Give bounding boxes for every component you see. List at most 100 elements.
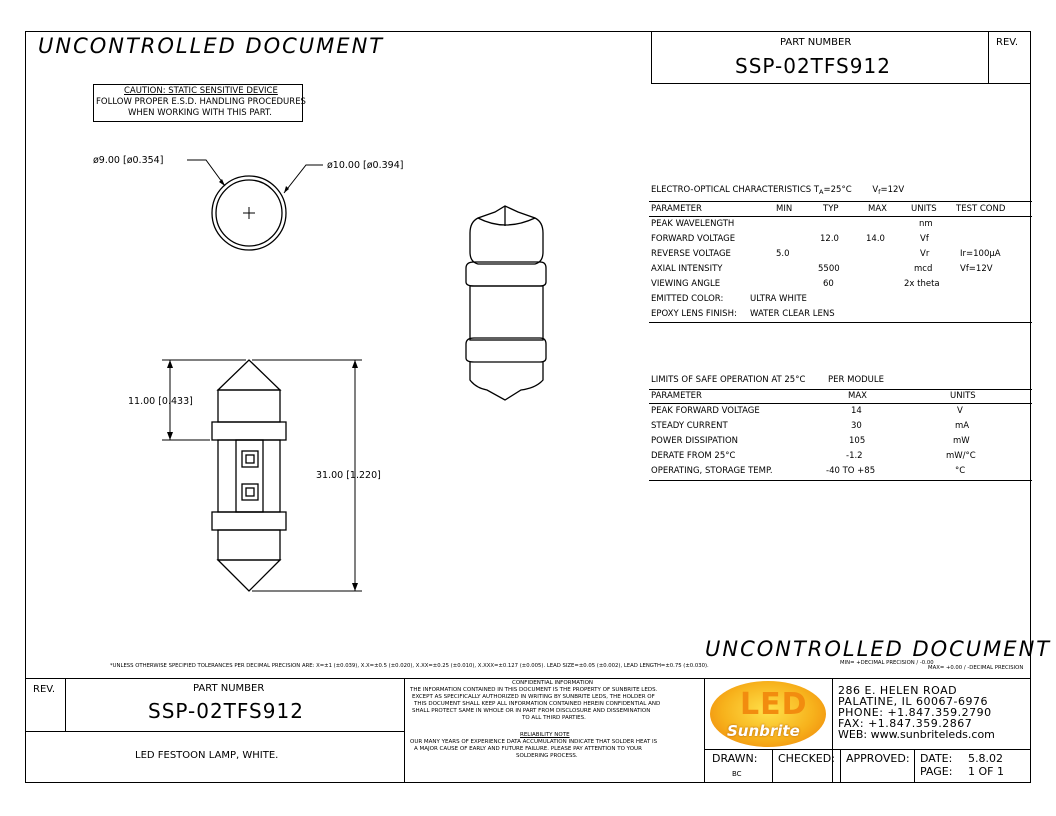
bottom-rev-label: REV. [33,684,55,695]
eo-epoxy-label: EPOXY LENS FINISH: [651,309,737,319]
eo-row-units: Vf [920,234,929,244]
bottom-part-number: SSP-02TFS912 [148,699,304,723]
eo-title-sub: A [819,188,824,196]
limits-row-units: V [957,406,963,416]
approved-label: APPROVED: [846,752,910,765]
address-line: WEB: www.sunbriteleds.com [838,728,995,741]
tolerance-max: MAX= +0.00 / -DECIMAL PRECISION [928,665,1024,671]
dimension-tip-height: 11.00 [0.433] [128,396,193,407]
checked-divider [840,749,841,783]
limits-title: LIMITS OF SAFE OPERATION AT 25°C [651,375,806,385]
rev-divider [65,678,66,732]
top-view-circles [187,159,323,251]
eo-row-units: nm [919,219,933,229]
eo-row-cond: Vf=12V [960,264,993,274]
part-row-rule [25,731,405,732]
notes-divider [704,678,705,783]
caution-line2: WHEN WORKING WITH THIS PART. [128,108,272,118]
eo-vf-label: V [872,185,879,195]
limits-row-units: mW/°C [946,451,976,461]
page-label: PAGE: [920,765,953,778]
tolerance-note: *UNLESS OTHERWISE SPECIFIED TOLERANCES P… [110,663,709,669]
eo-title-text: ELECTRO-OPTICAL CHARACTERISTICS T [651,185,820,195]
logo-divider [832,678,833,783]
confidential-line: SHALL PROTECT SAME IN WHOLE OR IN PART F… [412,708,651,714]
bottom-part-number-label: PART NUMBER [193,683,265,694]
tolerance-min: MIN= +DECIMAL PRECISION / -0.00 [840,660,934,666]
caution-title: CAUTION: STATIC SENSITIVE DEVICE [124,86,278,96]
part-description: LED FESTOON LAMP, WHITE. [135,750,279,761]
top-part-number-label: PART NUMBER [780,37,852,48]
eo-epoxy: WATER CLEAR LENS [750,309,835,319]
limits-header-units: UNITS [950,391,976,401]
eo-emitted-color: ULTRA WHITE [750,294,807,304]
eo-row-param: AXIAL INTENSITY [651,264,723,274]
confidential-line: THIS DOCUMENT SHALL KEEP ALL INFORMATION… [414,701,661,707]
top-title-block [651,31,1031,84]
limits-header-max: MAX [848,391,867,401]
eo-rule-header [649,216,1032,217]
confidential-line: THE INFORMATION CONTAINED IN THIS DOCUME… [410,687,658,693]
confidential-line: TO ALL THIRD PARTIES. [522,715,586,721]
top-rev-label: REV. [996,37,1018,48]
limits-row-max: 105 [849,436,866,446]
part-block-divider [404,678,405,783]
limits-row-max: 14 [851,406,862,416]
eo-title-cond: =25°C [823,185,852,195]
limits-rule-header [649,403,1032,404]
eo-header-units: UNITS [911,204,937,214]
dimension-dia-small: ø9.00 [ø0.354] [93,155,164,166]
approved-divider [914,749,915,783]
eo-row-cond: Ir=100µA [960,249,1001,259]
eo-row-min: 5.0 [776,249,790,259]
confidential-title: CONFIDENTIAL INFORMATION [512,680,594,686]
limits-row-param: POWER DISSIPATION [651,436,739,446]
caution-box [93,84,303,122]
uncontrolled-watermark-bottom: UNCONTROLLED DOCUMENT [705,637,1052,661]
eo-header-cond: TEST COND [956,204,1006,214]
limits-row-units: mW [953,436,970,446]
dimension-dia-large: ø10.00 [ø0.394] [327,160,404,171]
sign-row-rule [704,749,1031,750]
eo-vf-value: =12V [880,185,905,195]
limits-rule-bottom [649,480,1032,481]
limits-rule-top [649,389,1032,390]
eo-row-max: 14.0 [866,234,885,244]
eo-row-units: mcd [914,264,933,274]
address-line: 286 E. HELEN ROAD [838,684,958,697]
side-view-lamp [211,359,287,592]
page-value: 1 OF 1 [968,765,1004,778]
eo-row-typ: 60 [823,279,834,289]
limits-row-param: PEAK FORWARD VOLTAGE [651,406,760,416]
checked-label: CHECKED: [778,752,835,765]
eo-header-max: MAX [868,204,887,214]
top-part-number: SSP-02TFS912 [735,54,891,78]
caution-line1: FOLLOW PROPER E.S.D. HANDLING PROCEDURES [96,97,306,107]
address-line: FAX: +1.847.359.2867 [838,717,973,730]
eo-row-param: REVERSE VOLTAGE [651,249,731,259]
eo-row-param: VIEWING ANGLE [651,279,721,289]
drawn-label: DRAWN: [712,752,758,765]
sunbrite-logo [710,681,826,747]
reliability-line: SOLDERING PROCESS. [516,753,578,759]
limits-header-param: PARAMETER [651,391,702,401]
eo-row-param: PEAK WAVELENGTH [651,219,735,229]
eo-emitted-color-label: EMITTED COLOR: [651,294,724,304]
eo-row-units: Vr [920,249,930,259]
title-block-top-rule [25,678,1031,679]
date-value: 5.8.02 [968,752,1003,765]
confidential-line: EXCEPT AS SPECIFICALLY AUTHORIZED IN WRI… [412,694,655,700]
limits-row-param: OPERATING, STORAGE TEMP. [651,466,773,476]
drawn-by: BC [732,770,742,778]
reliability-line: OUR MANY YEARS OF EXPERIENCE DATA ACCUMU… [410,739,658,745]
logo-led-text: LED [740,687,808,722]
logo-sunbrite-text: Sunbrite [727,722,800,740]
limits-row-units: °C [955,466,966,476]
drawn-divider [772,749,773,783]
limits-row-max: 30 [851,421,862,431]
top-title-divider [988,31,989,84]
eo-rule-bottom [649,322,1032,323]
eo-row-units: 2x theta [904,279,940,289]
eo-vf-sub: f [878,188,881,196]
